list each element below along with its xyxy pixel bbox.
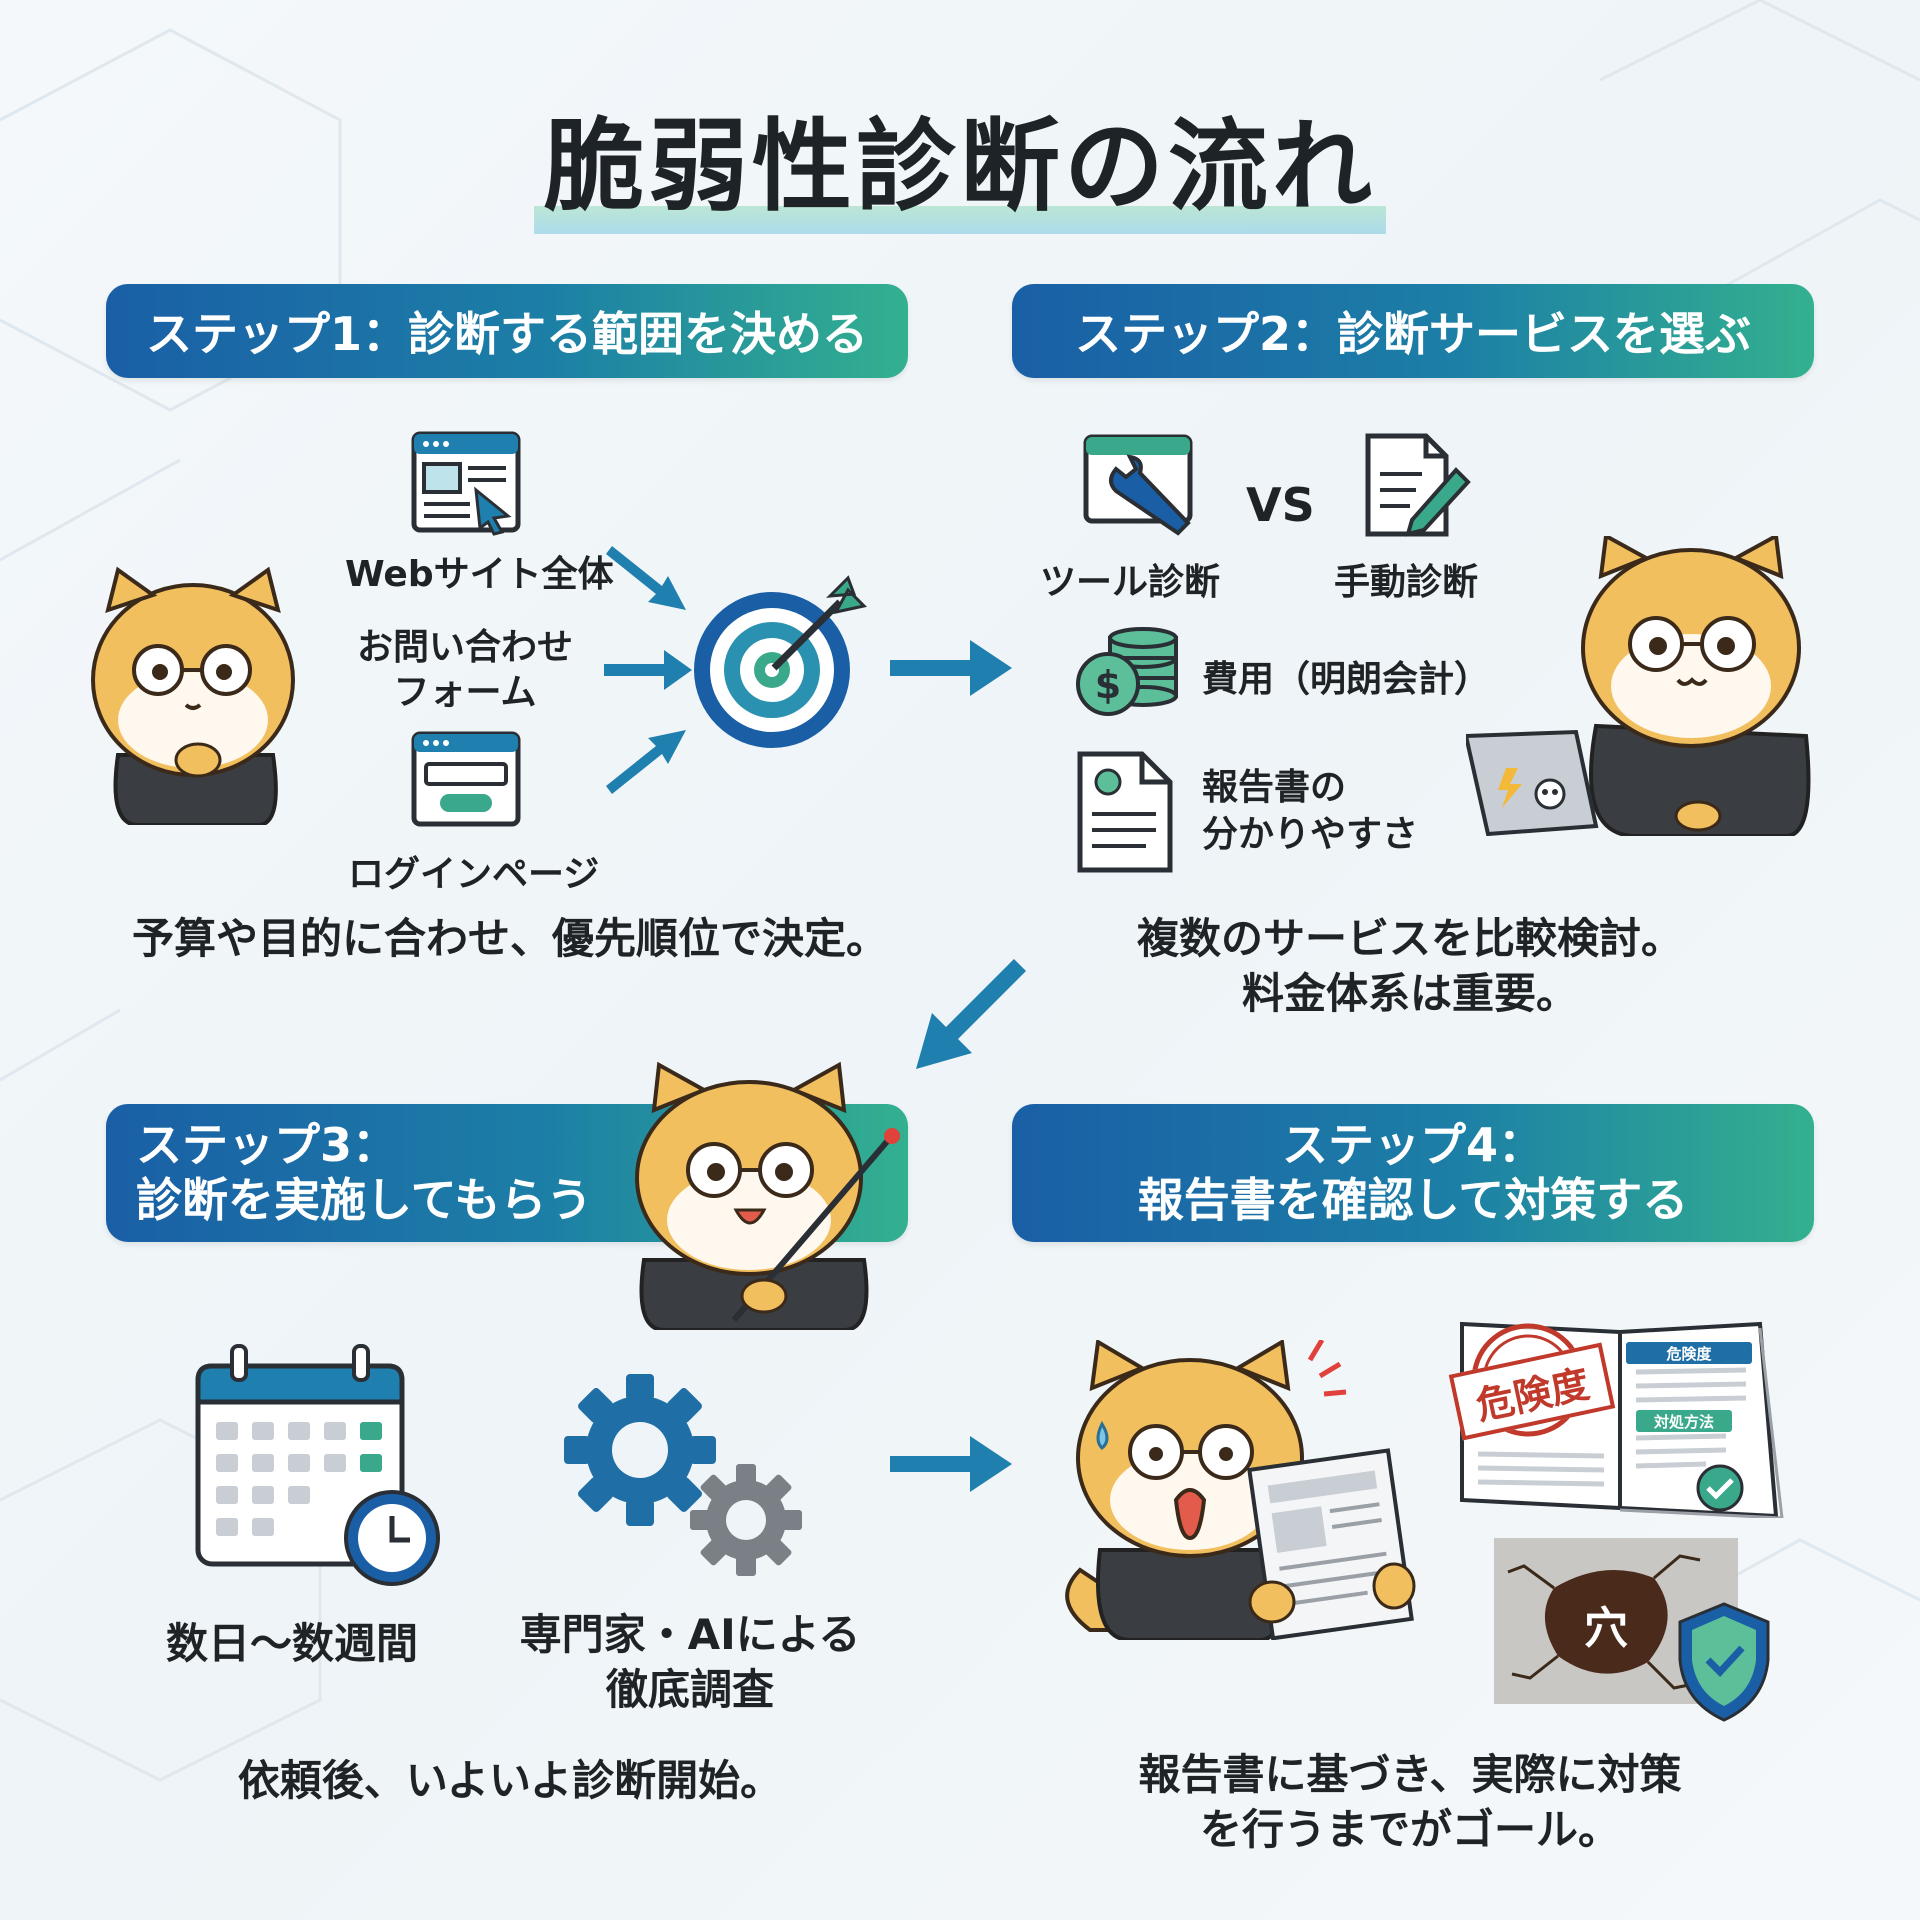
step3-description: 依頼後、いよいよ診断開始。 (237, 1756, 783, 1805)
hole-shield-icon: 穴 (1494, 1538, 1770, 1724)
mascot-laptop (1466, 536, 1816, 836)
arrow-diagonal (916, 959, 1026, 1069)
expert-label: 専門家・AIによる 徹底調査 (519, 1610, 861, 1714)
arrow-right-1 (890, 640, 1012, 696)
arrow-right-2 (890, 1436, 1012, 1492)
step4-banner: ステップ4： 報告書を確認して対策する (1012, 1104, 1814, 1242)
gears-icon (560, 1370, 820, 1590)
step2-description: 複数のサービスを比較検討。 料金体系は重要。 (1136, 914, 1683, 1018)
tool-diagnosis-label: ツール診断 (1040, 562, 1221, 603)
wrench-window-icon (1082, 433, 1198, 539)
target-label-contact-form: お問い合わせ フォーム (356, 627, 573, 713)
form-icon (410, 730, 522, 830)
step3-heading-line1: ステップ3： (136, 1117, 399, 1172)
step4-heading-line1: ステップ4： (1281, 1117, 1544, 1172)
target-label-website: Webサイト全体 (345, 554, 614, 595)
step1-description: 予算や目的に合わせ、優先順位で決定。 (131, 914, 888, 963)
period-label: 数日〜数週間 (166, 1619, 419, 1668)
step2-banner: ステップ2：診断サービスを選ぶ (1012, 284, 1814, 378)
mascot-surprised (1040, 1340, 1430, 1640)
step3-heading-line2: 診断を実施してもらう (136, 1173, 593, 1227)
report-document-icon (1076, 750, 1176, 874)
target-label-login-page: ログインページ (348, 854, 600, 895)
mascot-thinking (78, 555, 308, 825)
hole-label: 穴 (1584, 1603, 1628, 1654)
step1-banner: ステップ1：診断する範囲を決める (106, 284, 908, 378)
report-tab-danger: 危険度 (1666, 1345, 1712, 1363)
step4-description: 報告書に基づき、実際に対策 を行うまでがゴール。 (1138, 1750, 1682, 1854)
step2-heading: ステップ2：診断サービスを選ぶ (1074, 307, 1751, 361)
step1-heading: ステップ1：診断する範囲を決める (145, 307, 868, 361)
open-report-book: 危険度 危険度 対処方法 (1448, 1318, 1790, 1518)
cost-label: 費用（明朗会計） (1202, 659, 1491, 700)
manual-diagnosis-label: 手動診断 (1334, 562, 1479, 603)
coins-icon: $ (1072, 622, 1182, 716)
document-pen-icon (1362, 430, 1474, 542)
target-icon (690, 572, 870, 752)
report-tab-countermeasure: 対処方法 (1653, 1413, 1714, 1431)
page-title: 脆弱性診断の流れ (534, 85, 1386, 234)
title-container: 脆弱性診断の流れ (0, 85, 1920, 234)
mascot-pointer (614, 1060, 904, 1330)
calendar-clock-icon (192, 1342, 448, 1592)
step4-heading-line2: 報告書を確認して対策する (1137, 1173, 1689, 1227)
vs-label: VS (1246, 478, 1315, 532)
browser-layout-icon (410, 430, 522, 536)
svg-text:$: $ (1095, 663, 1121, 707)
report-clarity-label: 報告書の 分かりやすさ (1202, 767, 1419, 855)
arrows-to-target (604, 546, 692, 794)
